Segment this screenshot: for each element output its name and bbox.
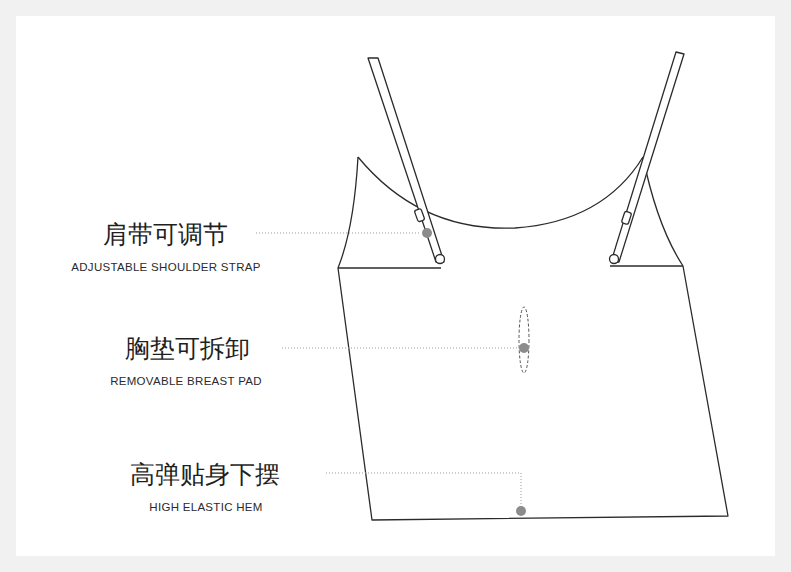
background-panel — [16, 16, 775, 556]
callout-subtitle: ADJUSTABLE SHOULDER STRAP — [71, 261, 260, 273]
callout-title: 高弹贴身下摆 — [130, 458, 280, 491]
callout-title: 胸垫可拆卸 — [125, 332, 250, 365]
callout-subtitle: HIGH ELASTIC HEM — [149, 501, 262, 513]
callout-subtitle: REMOVABLE BREAST PAD — [110, 375, 262, 387]
callout-title: 肩带可调节 — [103, 218, 228, 251]
